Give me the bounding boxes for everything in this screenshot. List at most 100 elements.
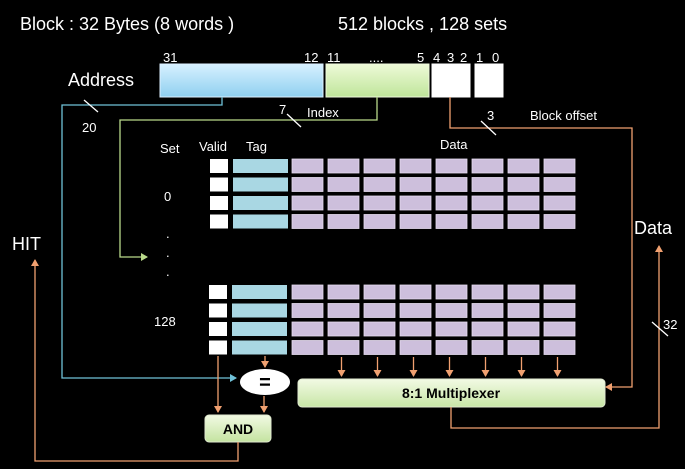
comparator-label: = bbox=[259, 372, 271, 394]
data-word-cell bbox=[363, 321, 396, 337]
bit-31-label: 31 bbox=[163, 50, 177, 65]
valid-bit-cell bbox=[209, 322, 227, 336]
address-byte-offset-field bbox=[474, 63, 504, 98]
block-offset-wire bbox=[449, 97, 633, 391]
data-header: Data bbox=[440, 137, 468, 152]
address-label: Address bbox=[68, 70, 134, 90]
data-word-cell bbox=[291, 340, 324, 355]
data-word-cell bbox=[435, 284, 468, 300]
data-word-cell bbox=[327, 284, 360, 300]
index-width-tick bbox=[286, 113, 302, 128]
bit-3-label: 3 bbox=[447, 50, 454, 65]
tag-width-tick bbox=[83, 99, 99, 113]
tag-cell bbox=[232, 285, 287, 299]
multiplexer-label: 8:1 Multiplexer bbox=[402, 385, 501, 401]
data-word-cell bbox=[363, 340, 396, 355]
data-word-cell bbox=[327, 158, 360, 174]
data-word-cell bbox=[543, 177, 576, 192]
valid-bit-cell bbox=[209, 340, 227, 355]
block-size-title: Block : 32 Bytes (8 words ) bbox=[20, 14, 234, 34]
valid-bit-cell bbox=[210, 159, 228, 173]
data-word-cell bbox=[435, 177, 468, 192]
data-word-cell bbox=[471, 340, 504, 355]
data-word-cell bbox=[543, 195, 576, 211]
data-word-cell bbox=[471, 303, 504, 318]
data-word-cell bbox=[399, 340, 432, 355]
data-word-cell bbox=[471, 284, 504, 300]
comparator bbox=[240, 369, 290, 395]
hit-wire bbox=[31, 259, 239, 462]
bit-dots-label: .... bbox=[369, 50, 383, 65]
bit-5-label: 5 bbox=[417, 50, 424, 65]
bit-1-label: 1 bbox=[476, 50, 483, 65]
bit-0-label: 0 bbox=[492, 50, 499, 65]
data-out-label: Data bbox=[634, 218, 673, 238]
data-word-cell bbox=[363, 158, 396, 174]
hit-label: HIT bbox=[12, 234, 41, 254]
data-word-cell bbox=[471, 158, 504, 174]
tag-cell bbox=[233, 177, 288, 192]
data-word-cell bbox=[291, 214, 324, 229]
valid-header: Valid bbox=[199, 139, 227, 154]
data-word-cell bbox=[327, 214, 360, 229]
data-word-cell bbox=[435, 158, 468, 174]
offset-label: Block offset bbox=[530, 108, 597, 123]
address-index-field bbox=[325, 63, 430, 98]
data-word-cell bbox=[327, 177, 360, 192]
data-word-cell bbox=[507, 195, 540, 211]
blocks-sets-title: 512 blocks , 128 sets bbox=[338, 14, 507, 34]
tag-cell bbox=[233, 196, 288, 210]
data-word-cell bbox=[507, 340, 540, 355]
index-width-label: 7 bbox=[279, 102, 286, 117]
set-dot-2: . bbox=[166, 245, 170, 260]
data-word-cell bbox=[363, 195, 396, 211]
valid-bit-cell bbox=[210, 214, 228, 229]
data-word-cell bbox=[435, 303, 468, 318]
valid-bit-cell bbox=[209, 285, 227, 299]
data-word-cell bbox=[399, 303, 432, 318]
data-word-cell bbox=[543, 303, 576, 318]
data-word-cell bbox=[363, 214, 396, 229]
tag-cell bbox=[232, 322, 287, 336]
data-word-cell bbox=[435, 340, 468, 355]
data-word-cell bbox=[291, 303, 324, 318]
data-out-wire bbox=[450, 245, 663, 429]
data-word-cell bbox=[291, 195, 324, 211]
data-word-cell bbox=[507, 284, 540, 300]
bit-2-label: 2 bbox=[460, 50, 467, 65]
address-offset-field bbox=[431, 63, 471, 98]
set-dot-1: . bbox=[166, 226, 170, 241]
tag-wire bbox=[61, 97, 237, 382]
data-word-cell bbox=[327, 303, 360, 318]
data-word-cell bbox=[471, 214, 504, 229]
data-word-cell bbox=[471, 177, 504, 192]
data-word-cell bbox=[507, 303, 540, 318]
data-word-cell bbox=[363, 284, 396, 300]
index-label: Index bbox=[307, 105, 339, 120]
data-word-cell bbox=[399, 214, 432, 229]
data-word-cell bbox=[399, 195, 432, 211]
address-tag-field bbox=[159, 63, 324, 98]
tag-cell bbox=[233, 159, 288, 173]
data-word-cell bbox=[507, 321, 540, 337]
offset-width-label: 3 bbox=[487, 108, 494, 123]
tag-header: Tag bbox=[246, 139, 267, 154]
cache-set-128 bbox=[209, 284, 576, 355]
tag-cell bbox=[232, 340, 287, 355]
data-word-cell bbox=[363, 303, 396, 318]
data-word-cell bbox=[327, 340, 360, 355]
data-word-cell bbox=[543, 340, 576, 355]
data-word-cell bbox=[291, 177, 324, 192]
data-word-cell bbox=[435, 214, 468, 229]
data-word-cell bbox=[507, 158, 540, 174]
data-word-cell bbox=[399, 158, 432, 174]
data-word-cell bbox=[471, 321, 504, 337]
bit-11-label: 11 bbox=[327, 50, 341, 65]
data-word-cell bbox=[507, 177, 540, 192]
mux-input-wires bbox=[337, 357, 562, 377]
tag-cell bbox=[232, 303, 287, 318]
data-word-cell bbox=[327, 195, 360, 211]
data-width-label: 32 bbox=[663, 317, 677, 332]
data-word-cell bbox=[543, 321, 576, 337]
